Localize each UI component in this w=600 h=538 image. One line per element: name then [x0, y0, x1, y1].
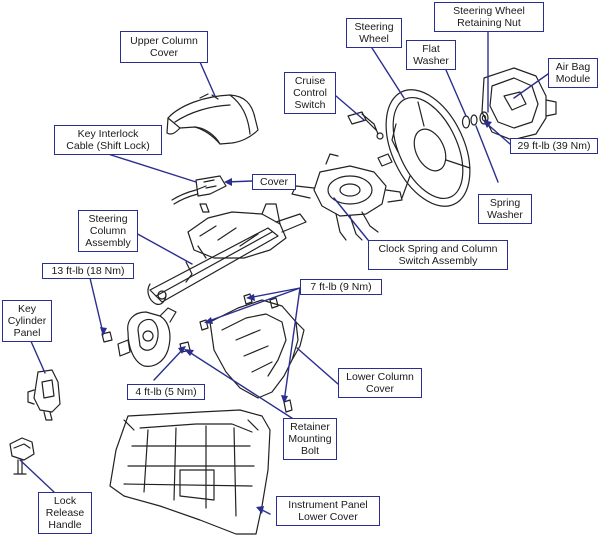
leader-lower-column-cover	[296, 347, 339, 385]
steering-column-part	[147, 203, 307, 305]
label-lock-release-handle: Lock Release Handle	[38, 492, 92, 534]
leader-7ft-c	[283, 287, 301, 403]
arrow-7ft-a	[246, 294, 255, 301]
upper-column-cover-part	[166, 93, 259, 145]
arrow-4ft	[178, 346, 186, 354]
label-clock-spring: Clock Spring and Column Switch Assembly	[368, 240, 508, 270]
leader-upper-column-cover	[199, 61, 216, 97]
label-air-bag-module: Air Bag Module	[548, 58, 598, 88]
leader-clock-spring	[333, 197, 369, 241]
leader-air-bag	[513, 73, 549, 99]
label-instrument-panel-lower-cover: Instrument Panel Lower Cover	[276, 496, 380, 526]
leader-7ft-b	[205, 287, 301, 323]
label-steering-wheel: Steering Wheel	[346, 18, 402, 48]
label-key-cylinder-panel: Key Cylinder Panel	[2, 300, 52, 342]
arrow-ip-lower-cover	[256, 506, 264, 514]
label-steering-wheel-retaining-nut: Steering Wheel Retaining Nut	[434, 2, 544, 32]
label-cover: Cover	[252, 174, 296, 190]
leader-spring-washer	[475, 125, 499, 183]
steering-wheel-part	[385, 89, 471, 207]
leader-13ft	[89, 277, 104, 334]
label-torque-7: 7 ft-lb (9 Nm)	[300, 279, 382, 295]
label-torque-13: 13 ft-lb (18 Nm)	[42, 263, 134, 279]
label-retainer-mounting-bolt: Retainer Mounting Bolt	[283, 418, 337, 460]
leader-cruise	[335, 95, 365, 121]
key-cylinder-panel-part	[27, 369, 61, 421]
arrow-retainer	[184, 349, 194, 356]
clock-spring-part	[291, 153, 403, 241]
leader-7ft-a	[247, 287, 301, 299]
label-steering-column-assembly: Steering Column Assembly	[78, 210, 138, 252]
leader-4ft	[153, 347, 185, 381]
arrow-7ft-b	[204, 317, 213, 324]
label-torque-4: 4 ft-lb (5 Nm)	[127, 384, 205, 400]
label-upper-column-cover: Upper Column Cover	[120, 31, 208, 63]
arrow-13ft	[100, 327, 107, 336]
lock-release-handle-part	[9, 437, 35, 475]
leader-flat-washer	[445, 69, 467, 117]
leader-lock-release	[19, 459, 55, 493]
leader-steering-wheel	[371, 47, 405, 99]
washers-part	[461, 111, 489, 129]
arrow-29ft	[483, 120, 492, 128]
label-lower-column-cover: Lower Column Cover	[338, 368, 422, 398]
lower-column-cover-part	[209, 299, 305, 399]
key-cylinder-housing-part	[101, 307, 177, 367]
label-spring-washer: Spring Washer	[478, 194, 532, 224]
leader-key-interlock	[107, 153, 197, 183]
key-interlock-cable-part	[171, 175, 227, 213]
leader-retainer	[185, 349, 299, 423]
label-torque-29: 29 ft-lb (39 Nm)	[510, 138, 598, 154]
label-cruise-control-switch: Cruise Control Switch	[284, 72, 336, 114]
label-key-interlock-cable: Key Interlock Cable (Shift Lock)	[54, 125, 162, 155]
arrow-7ft-c	[281, 395, 288, 404]
leader-steering-column	[133, 231, 193, 265]
instrument-panel-lower-cover-part	[109, 409, 271, 535]
cruise-control-switch-part	[347, 111, 393, 167]
leader-29ft	[484, 121, 511, 145]
label-flat-washer: Flat Washer	[406, 40, 456, 70]
arrow-cover	[224, 178, 232, 186]
